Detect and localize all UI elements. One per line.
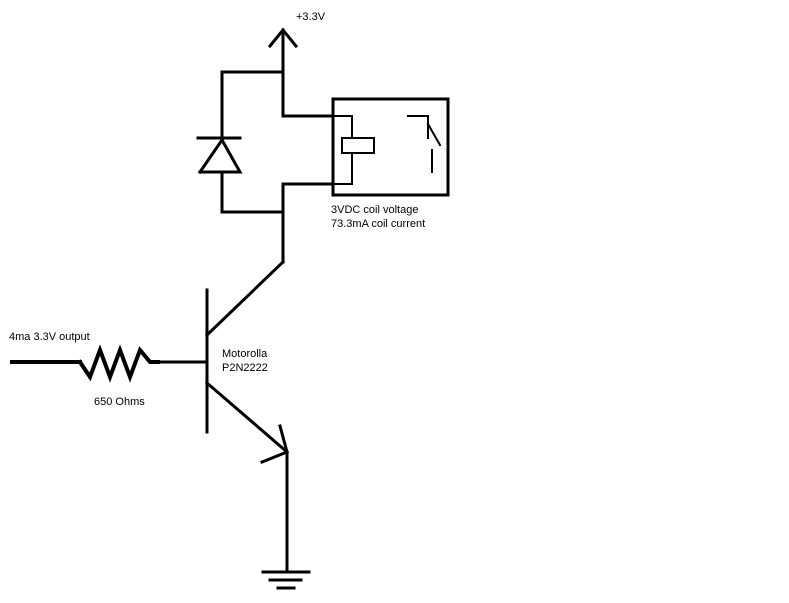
relay-coil-current-label: 73.3mA coil current	[331, 218, 426, 230]
relay-coil-voltage-label: 3VDC coil voltage	[331, 204, 419, 216]
npn-transistor	[204, 259, 290, 464]
relay-housing	[331, 97, 450, 197]
resistor-value-label: 650 Ohms	[94, 396, 145, 408]
emitter-arrow	[260, 424, 289, 464]
transistor-part-number-label: P2N2222	[222, 362, 268, 374]
input-signal-label: 4ma 3.3V output	[9, 331, 90, 343]
resistor	[77, 344, 160, 383]
relay	[331, 97, 450, 197]
ground-symbol	[261, 570, 311, 590]
relay-switch	[407, 115, 442, 173]
transistor-collector	[204, 259, 286, 338]
relay-coil	[332, 115, 375, 185]
supply-voltage-label: +3.3V	[296, 11, 326, 23]
relay-to-collector-wire	[281, 182, 335, 264]
flyback-diode	[196, 70, 285, 214]
transistor-manufacturer-label: Motorolla	[222, 348, 268, 360]
transistor-emitter	[204, 380, 290, 455]
